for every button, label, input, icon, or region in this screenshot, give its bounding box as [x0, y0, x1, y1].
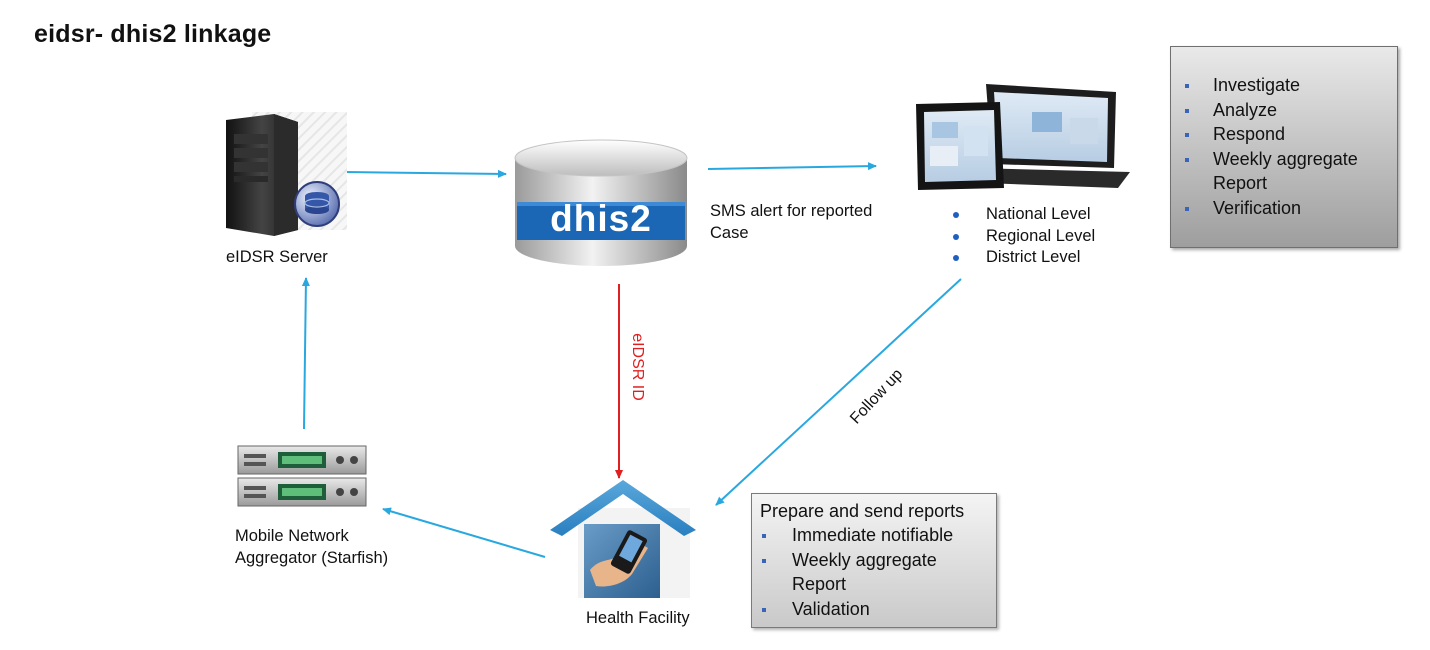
action-item: Analyze [1183, 98, 1389, 123]
server-icon [226, 112, 347, 236]
action-item: Investigate [1183, 73, 1389, 98]
health-facility-icon [550, 480, 696, 598]
arrow-facility-to-aggregator [382, 507, 546, 558]
page-title: eidsr- dhis2 linkage [34, 20, 272, 48]
eidsr-id-label: eIDSR ID [629, 333, 646, 401]
level-item: National Level [950, 204, 1095, 226]
actions-box: Investigate Analyze Respond Weekly aggre… [1170, 46, 1398, 248]
arrow-server-to-dhis2 [344, 169, 507, 178]
sms-alert-label: SMS alert for reported Case [710, 202, 873, 242]
dhis2-database-icon [514, 139, 688, 266]
network-aggregator-icon [237, 445, 367, 507]
arrow-followup-to-facility [715, 278, 962, 506]
report-item: Weekly aggregate Report [760, 548, 990, 597]
health-facility-label: Health Facility [586, 609, 690, 627]
eidsr-server-label: eIDSR Server [226, 248, 328, 266]
reports-box: Prepare and send reports Immediate notif… [751, 493, 997, 628]
aggregator-label: Mobile Network Aggregator (Starfish) [235, 527, 389, 567]
eidsr-id-label-wrap: eIDSR ID [626, 333, 646, 401]
action-item: Weekly aggregate Report [1183, 147, 1389, 196]
action-item: Respond [1183, 122, 1389, 147]
dhis2-logo-text: dhis2 [550, 198, 652, 239]
arrow-aggregator-to-server [301, 277, 310, 430]
devices-icon [916, 84, 1130, 190]
report-item: Validation [760, 597, 990, 622]
report-item: Immediate notifiable [760, 523, 990, 548]
levels-list: National Level Regional Level District L… [950, 204, 1095, 269]
level-item: Regional Level [950, 226, 1095, 248]
action-item: Verification [1183, 196, 1389, 221]
arrow-dhis2-to-devices [707, 162, 877, 171]
level-item: District Level [950, 247, 1095, 269]
reports-box-header: Prepare and send reports [760, 501, 965, 521]
